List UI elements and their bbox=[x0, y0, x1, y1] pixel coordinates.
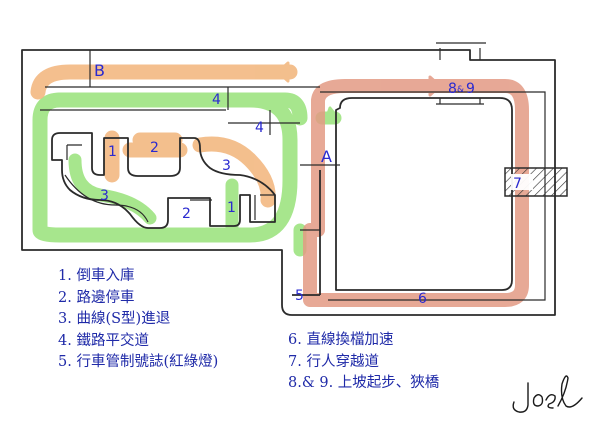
orange-route-top bbox=[30, 64, 298, 100]
salmon-route-loop bbox=[303, 79, 529, 307]
legend-item-2: 2. 路邊停車 bbox=[58, 289, 135, 306]
label-station-amp: & bbox=[457, 85, 464, 95]
outer-boundary bbox=[21, 49, 556, 316]
a-lane bbox=[300, 164, 340, 231]
salmon-route bbox=[303, 75, 529, 307]
orange-route-parking bbox=[104, 130, 188, 183]
legend-item-3: 3. 曲線(S型)進退 bbox=[58, 311, 171, 327]
green-route-loop bbox=[32, 92, 298, 243]
legend-item-6: 6. 直線換檔加速 bbox=[288, 332, 394, 348]
label-station-1-bottom: 1 bbox=[227, 200, 236, 216]
label-station-4-lower: 4 bbox=[255, 120, 264, 136]
course-walls bbox=[21, 42, 568, 316]
label-station-5: 5 bbox=[295, 288, 304, 304]
label-station-2-top: 2 bbox=[150, 140, 159, 156]
green-route-arrow bbox=[323, 106, 340, 124]
orange-route-arrow bbox=[276, 61, 290, 83]
label-station-6: 6 bbox=[418, 291, 427, 307]
legend-item-8-9: 8.& 9. 上坡起步、狹橋 bbox=[288, 375, 440, 391]
green-route-upper bbox=[52, 92, 308, 126]
signature bbox=[512, 375, 583, 413]
label-a: A bbox=[321, 147, 332, 166]
salmon-route-arrow bbox=[428, 75, 442, 97]
label-station-8: 8 bbox=[448, 81, 457, 97]
right-outer-wall bbox=[292, 170, 321, 296]
label-b: B bbox=[94, 61, 105, 80]
label-station-4-upper: 4 bbox=[212, 92, 221, 108]
orange-route bbox=[30, 61, 298, 208]
label-station-2-bottom: 2 bbox=[182, 206, 191, 222]
label-station-3-left: 3 bbox=[100, 188, 109, 204]
label-station-9: 9 bbox=[466, 81, 475, 97]
bridge-lines bbox=[436, 42, 486, 105]
legend-item-5: 5. 行車管制號誌(紅綠燈) bbox=[58, 354, 219, 370]
label-station-7: 7 bbox=[513, 176, 522, 192]
left-inner-island bbox=[51, 132, 276, 229]
legend-right: 6. 直線換檔加速 7. 行人穿越道 8.& 9. 上坡起步、狹橋 bbox=[288, 330, 439, 395]
orange-route-scurve3 bbox=[192, 136, 276, 208]
label-station-1-top: 1 bbox=[108, 144, 117, 160]
map-labels: B A 1 2 4 4 3 3 2 1 5 6 7 8 & 9 bbox=[94, 61, 522, 307]
legend-item-1: 1. 倒車入庫 bbox=[58, 268, 135, 284]
legend-item-4: 4. 鐵路平交道 bbox=[58, 332, 149, 349]
green-route-scurve bbox=[68, 153, 157, 225]
right-inner-block bbox=[335, 97, 513, 291]
scurve-line bbox=[64, 174, 149, 223]
legend-left: 1. 倒車入庫 2. 路邊停車 3. 曲線(S型)進退 4. 鐵路平交道 5. … bbox=[58, 266, 218, 374]
mid-divider bbox=[227, 87, 300, 135]
label-station-3-right: 3 bbox=[222, 158, 231, 174]
bay1-lines bbox=[66, 144, 275, 220]
legend-item-7: 7. 行人穿越道 bbox=[288, 353, 379, 370]
